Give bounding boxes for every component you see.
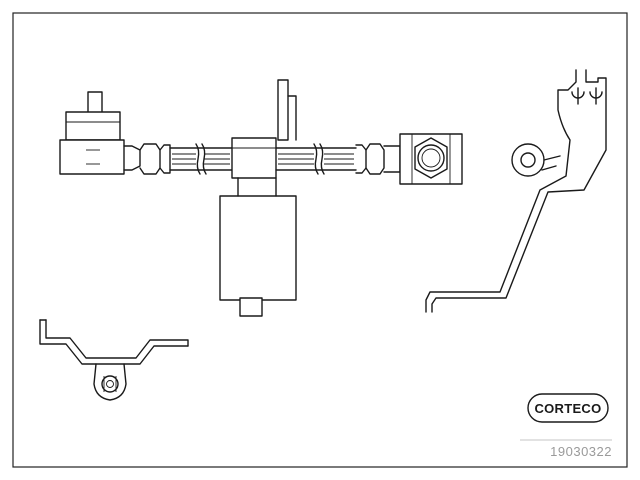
brake-hose-assembly — [59, 79, 463, 317]
hose-sleeve-body — [219, 177, 297, 317]
hose-left-section — [169, 143, 233, 175]
right-ferrule — [355, 143, 401, 175]
right-hex-fitting — [399, 133, 463, 185]
brand-name: CORTECO — [534, 401, 601, 416]
lower-left-bracket — [39, 319, 189, 401]
drawing-frame — [12, 12, 628, 468]
mounting-bracket — [231, 79, 297, 179]
brand-logo: CORTECO — [527, 393, 609, 423]
left-banjo-fitting — [59, 91, 141, 175]
hose-right-section — [275, 143, 357, 175]
left-ferrule — [139, 143, 171, 175]
right-bracket — [425, 69, 607, 313]
part-number: 19030322 — [550, 444, 612, 459]
